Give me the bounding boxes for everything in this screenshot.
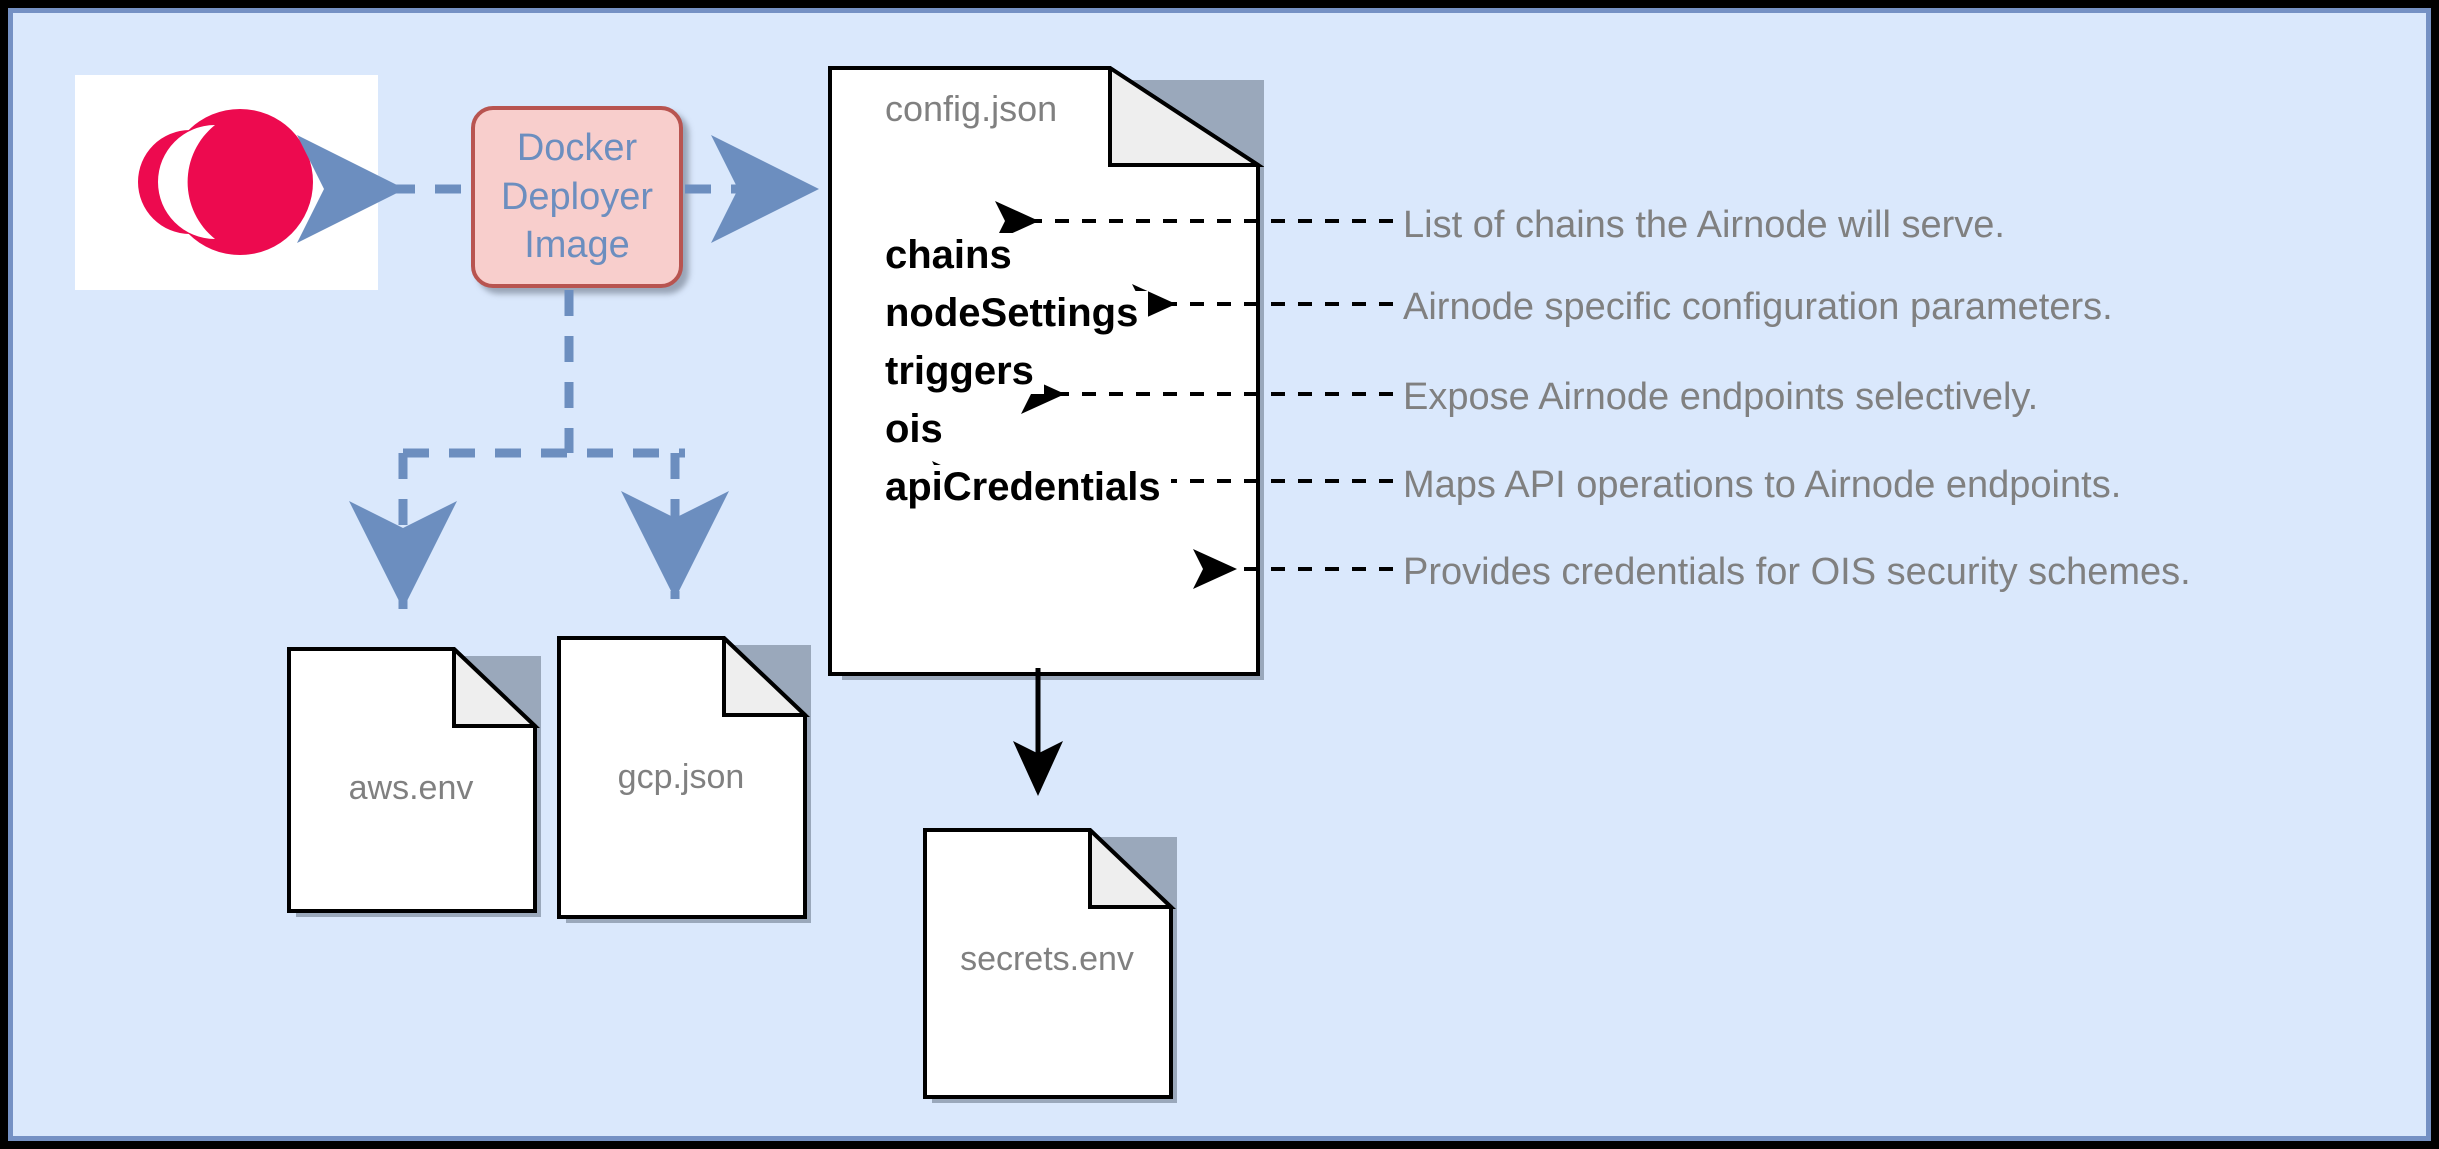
document-shape-icon [557,636,811,923]
connector-docker-to-cloud-files [349,290,729,609]
config-key-apicredentials: apiCredentials [885,464,1171,510]
annotation-ois: Maps API operations to Airnode endpoints… [1403,464,2122,506]
config-key-row[interactable]: ois [885,400,1245,458]
config-key-chains: chains [885,232,1022,278]
gcp-json-label: gcp.json [617,758,745,796]
config-key-ois: ois [885,406,953,452]
api3-logo-icon [138,109,313,255]
api3-logo-plate [75,75,378,290]
annotation-triggers: Expose Airnode endpoints selectively. [1403,376,2039,418]
docker-deployer-image-node[interactable]: Docker Deployer Image [471,106,683,288]
config-key-row[interactable]: chains [885,226,1245,284]
docker-box-line-3: Image [524,224,630,267]
config-key-nodesettings: nodeSettings [885,290,1149,336]
diagram-frame: Docker Deployer Image config.json chains… [8,8,2431,1141]
config-json-key-list: chains nodeSettings triggers ois apiCred… [885,226,1245,516]
secrets-env-document[interactable]: secrets.env [923,828,1177,1103]
docker-box-line-2: Deployer [500,175,654,218]
docker-box-line-1: Docker [516,127,638,170]
document-shape-icon [923,828,1177,1103]
annotation-apicredentials: Provides credentials for OIS security sc… [1403,551,2191,593]
aws-env-document[interactable]: aws.env [287,647,541,917]
config-json-title: config.json [885,88,1058,129]
config-key-row[interactable]: nodeSettings [885,284,1245,342]
config-key-row[interactable]: triggers [885,342,1245,400]
config-key-row[interactable]: apiCredentials [885,458,1245,516]
config-key-triggers: triggers [885,348,1044,394]
annotation-chains: List of chains the Airnode will serve. [1403,204,2005,246]
gcp-json-document[interactable]: gcp.json [557,636,811,923]
config-json-document[interactable]: config.json chains nodeSettings triggers… [828,66,1264,680]
annotation-nodesettings: Airnode specific configuration parameter… [1403,286,2113,328]
aws-env-label: aws.env [348,769,474,807]
document-shape-icon [287,647,541,917]
secrets-env-label: secrets.env [960,940,1134,978]
